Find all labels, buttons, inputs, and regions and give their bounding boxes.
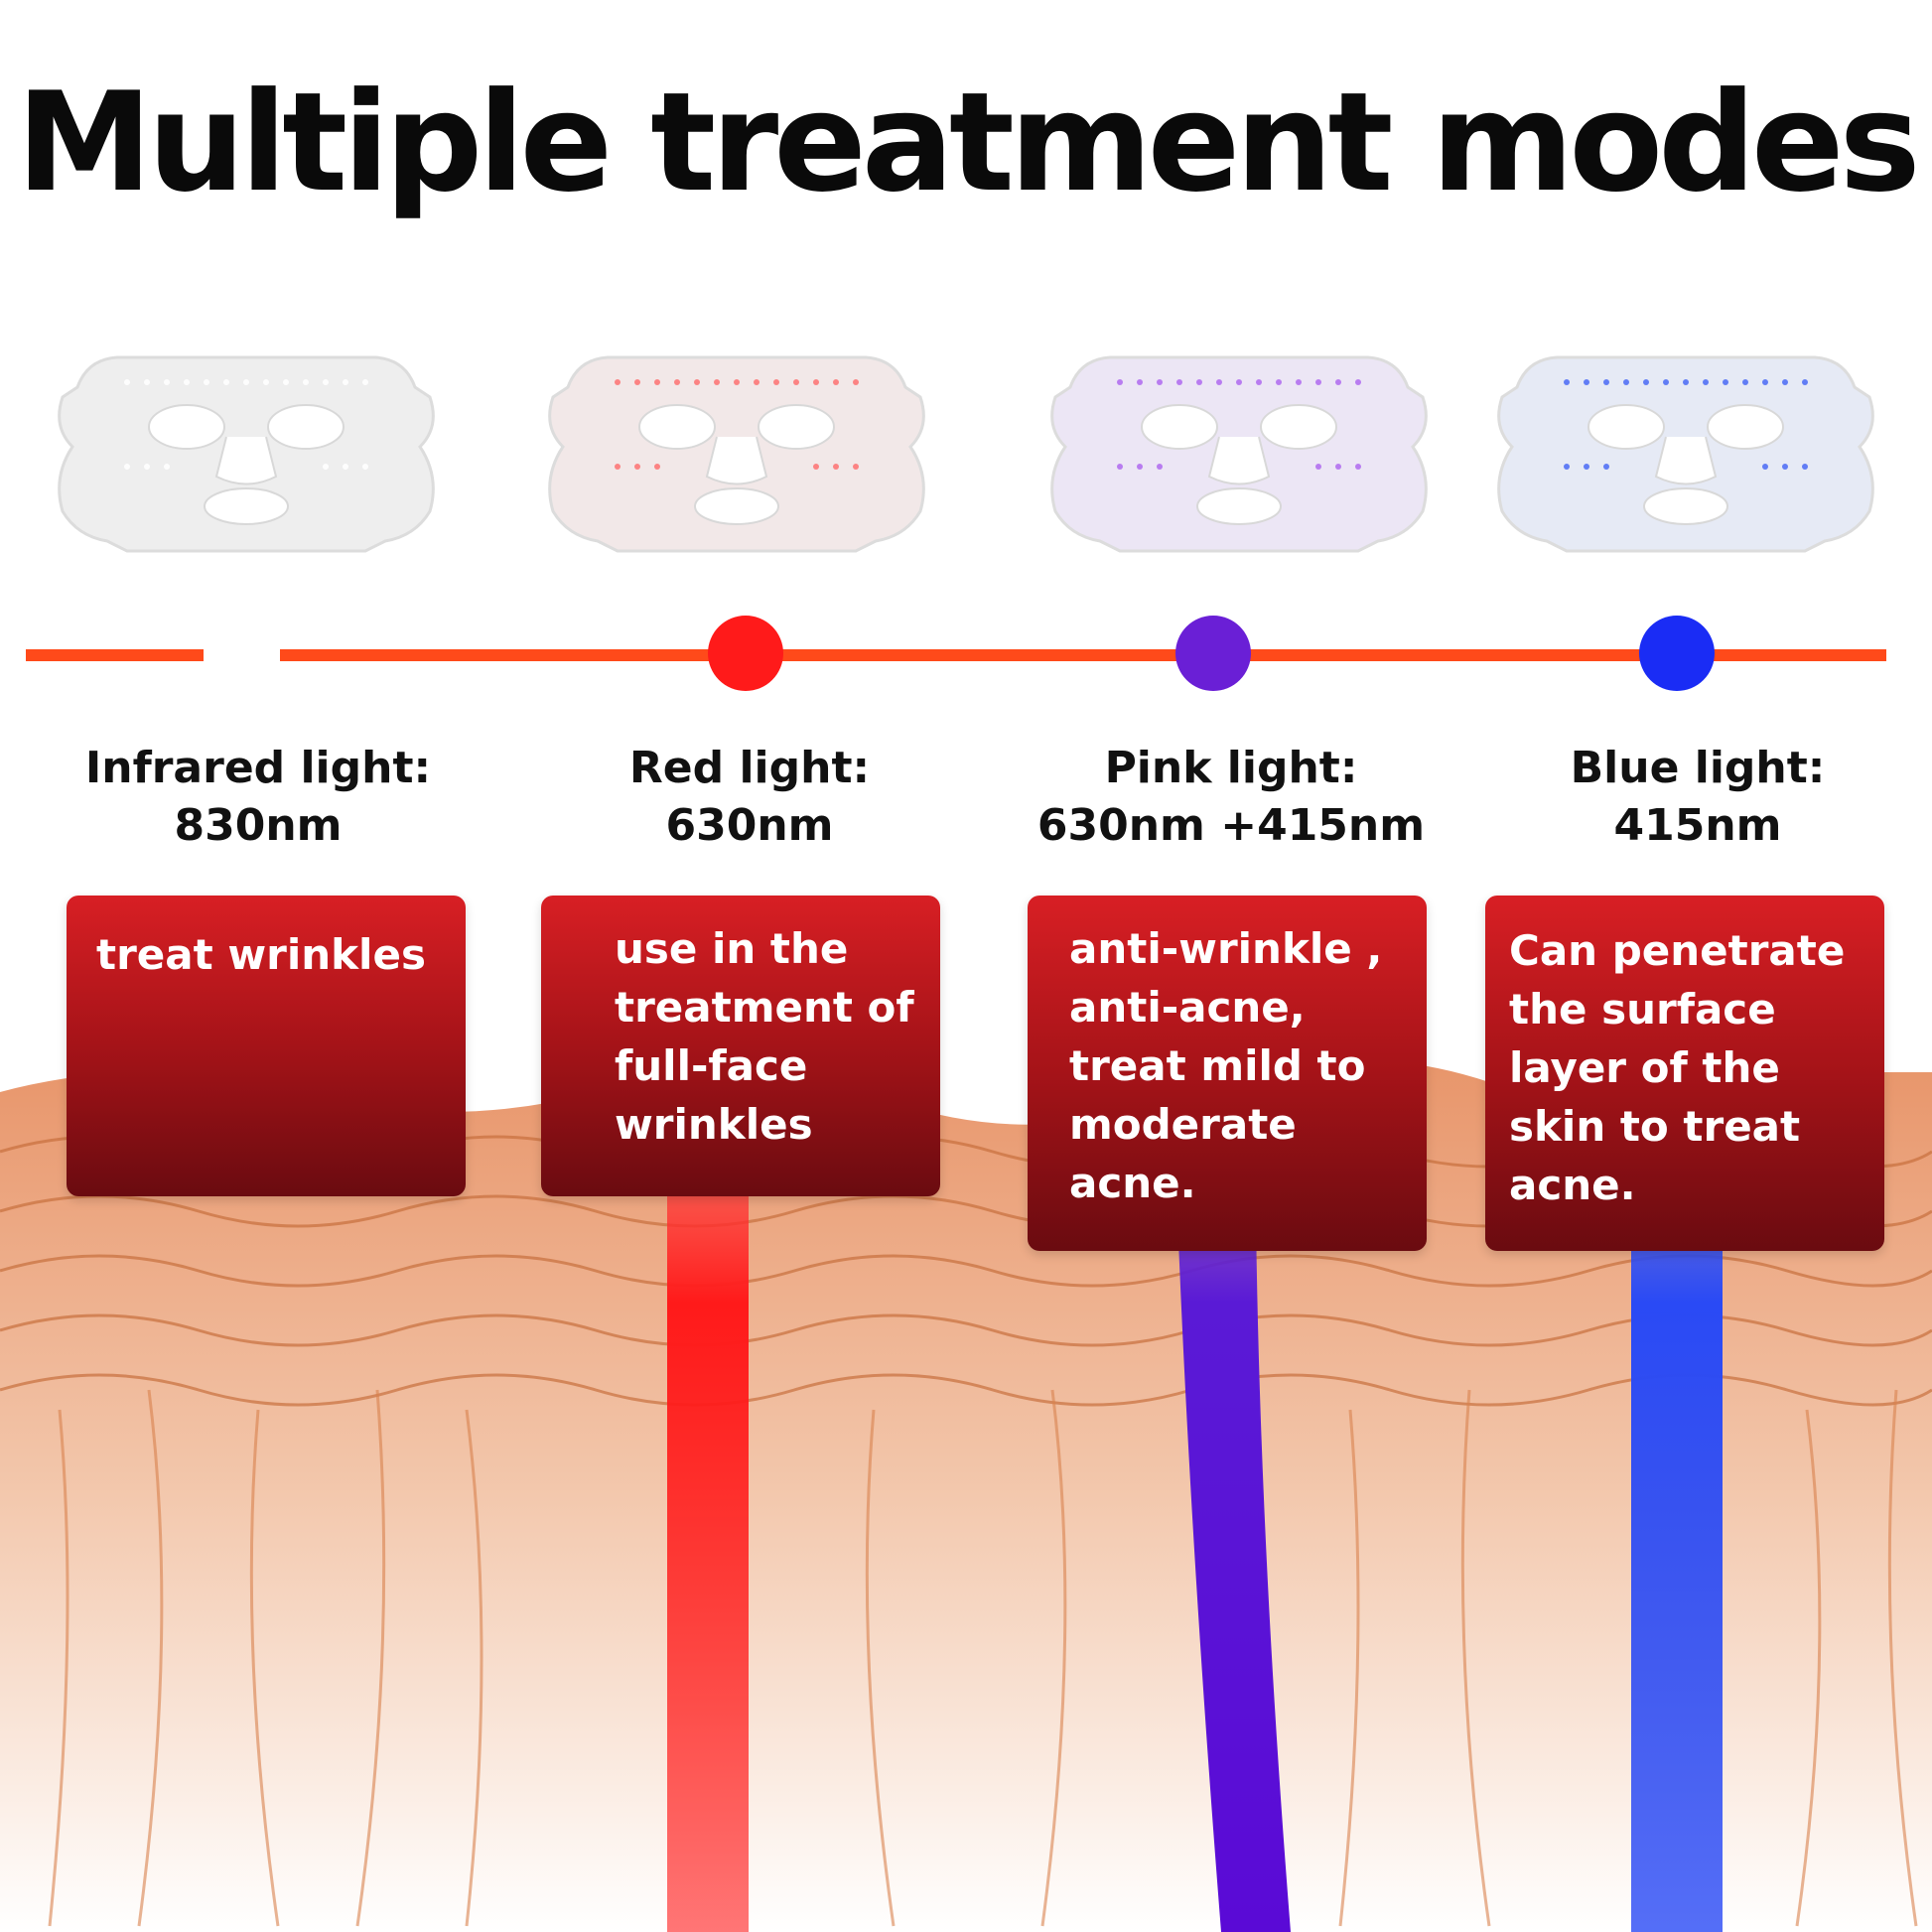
- pink-light-name: Pink light:: [1104, 743, 1358, 793]
- page-title: Multiple treatment modes: [16, 63, 1920, 222]
- blue-mask-image: [1497, 355, 1874, 553]
- infrared-mask-image: [58, 355, 435, 553]
- blue-description: Can penetrate the surface layer of the s…: [1509, 926, 1846, 1209]
- blue-light-label: Blue light: 415nm: [1499, 740, 1896, 855]
- red-light-dot: [708, 616, 783, 691]
- red-mask-image: [548, 355, 925, 553]
- pink-light-wavelength: 630nm +415nm: [1036, 800, 1426, 851]
- timeline: [26, 616, 1886, 691]
- mask-body: [58, 355, 435, 553]
- infrared-light-name: Infrared light:: [84, 743, 432, 793]
- blue-light-wavelength: 415nm: [1613, 800, 1782, 851]
- red-light-wavelength: 630nm: [665, 800, 834, 851]
- skin-layer-illustration: [0, 1033, 1932, 1932]
- red-light-name: Red light:: [628, 743, 871, 793]
- blue-light-name: Blue light:: [1570, 743, 1826, 793]
- red-description-card: use in the treatment of full-face wrinkl…: [541, 896, 940, 1196]
- blue-light-dot: [1639, 616, 1715, 691]
- led-dots: [124, 379, 368, 470]
- pink-mask-image: [1050, 355, 1428, 553]
- pink-light-dot: [1175, 616, 1251, 691]
- red-light-label: Red light: 630nm: [551, 740, 948, 855]
- infrared-light-label: Infrared light: 830nm: [60, 740, 457, 855]
- pink-description: anti-wrinkle , anti-acne, treat mild to …: [1069, 924, 1383, 1207]
- pink-light-label: Pink light: 630nm +415nm: [1023, 740, 1440, 855]
- led-dots: [615, 379, 859, 470]
- pink-description-card: anti-wrinkle , anti-acne, treat mild to …: [1028, 896, 1427, 1251]
- led-dots: [1117, 379, 1361, 470]
- pink-light-beam: [1172, 1033, 1291, 1932]
- red-description: use in the treatment of full-face wrinkl…: [615, 924, 914, 1149]
- skin-fibers: [48, 1389, 1918, 1927]
- infrared-description: treat wrinkles: [96, 930, 426, 979]
- infrared-description-card: treat wrinkles: [67, 896, 466, 1196]
- led-dots: [1564, 379, 1808, 470]
- infrared-light-wavelength: 830nm: [174, 800, 343, 851]
- blue-description-card: Can penetrate the surface layer of the s…: [1485, 896, 1884, 1251]
